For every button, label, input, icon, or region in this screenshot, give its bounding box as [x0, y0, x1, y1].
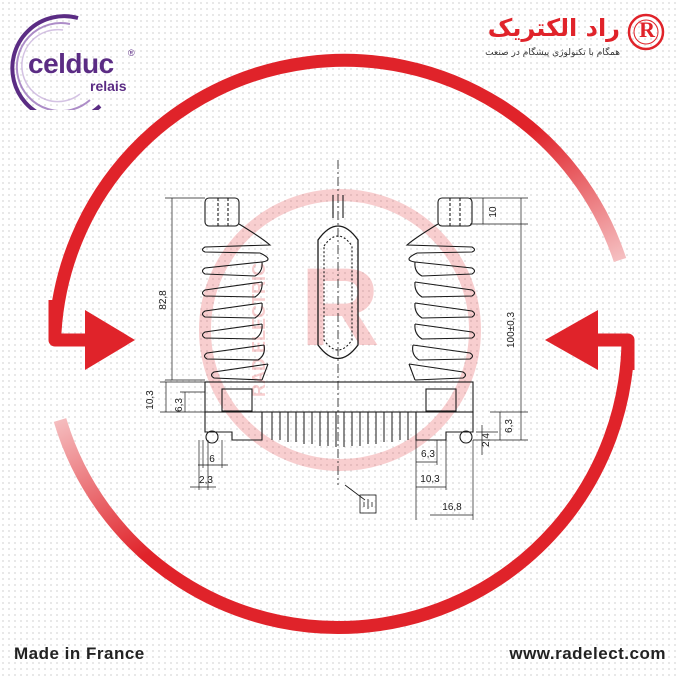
dim-10: 10	[488, 206, 499, 218]
dim-10-3-bottom: 10,3	[420, 474, 440, 485]
right-fins	[405, 223, 476, 381]
dim-2-4: 2,4	[481, 433, 492, 447]
website-link[interactable]: www.radelect.com	[509, 644, 666, 663]
rad-emblem-icon	[627, 13, 665, 51]
dim-6: 6	[209, 454, 215, 465]
left-arrowhead	[85, 310, 135, 370]
left-hook	[48, 300, 92, 347]
dim-6-3-bottom: 6,3	[421, 449, 435, 460]
right-arrowhead	[545, 310, 598, 370]
rad-subtitle: همگام با تکنولوژی پیشگام در صنعت	[485, 48, 620, 58]
celduc-logo: celduc ® relais	[8, 10, 158, 123]
dim-6-3-right: 6,3	[504, 419, 515, 433]
registered-mark: ®	[128, 48, 135, 58]
relais-wordmark: relais	[90, 78, 127, 94]
rad-emblem-letter: R	[639, 17, 655, 42]
rad-electric-logo: R راد الکتریک همگام با تکنولوژی پیشگام د…	[468, 10, 668, 70]
dim-16-8: 16,8	[442, 502, 462, 513]
made-in-france-label: Made in France	[14, 644, 145, 663]
dim-10-3-left: 10,3	[145, 390, 156, 410]
base-plate	[204, 381, 474, 413]
right-hook	[588, 333, 635, 370]
left-fins	[201, 223, 272, 381]
ground-symbol	[344, 484, 377, 514]
ring-arc-lower	[53, 339, 635, 634]
celduc-wordmark: celduc	[28, 48, 114, 79]
rad-title: راد الکتریک	[487, 14, 620, 42]
dim-6-3-left: 6,3	[174, 398, 185, 412]
dim-82-8: 82,8	[158, 290, 169, 310]
svg-text:R: R	[300, 246, 379, 369]
dim-100: 100±0,3	[506, 312, 517, 349]
bottom-fins	[271, 412, 409, 447]
dim-2-3: 2,3	[199, 475, 213, 486]
central-channel	[317, 225, 359, 360]
ring-arc-upper	[48, 53, 627, 333]
